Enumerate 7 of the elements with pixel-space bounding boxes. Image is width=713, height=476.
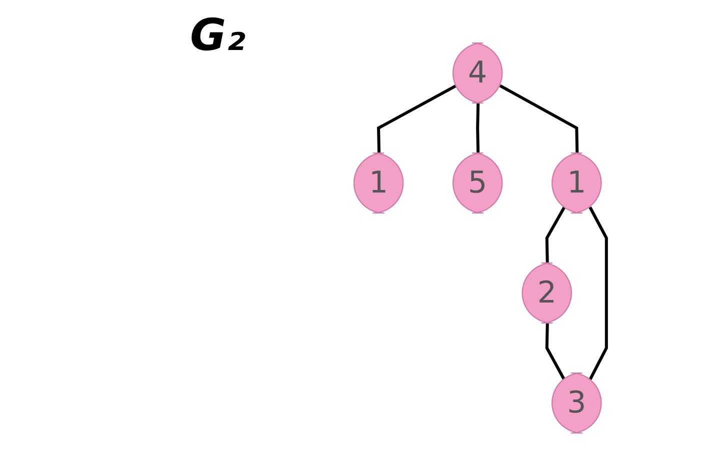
connector — [545, 323, 566, 380]
connector — [499, 84, 578, 154]
connector — [545, 206, 566, 264]
connector — [376, 84, 457, 154]
connector — [476, 103, 480, 154]
graph-title: G₂ — [190, 10, 246, 61]
connector — [588, 206, 608, 380]
